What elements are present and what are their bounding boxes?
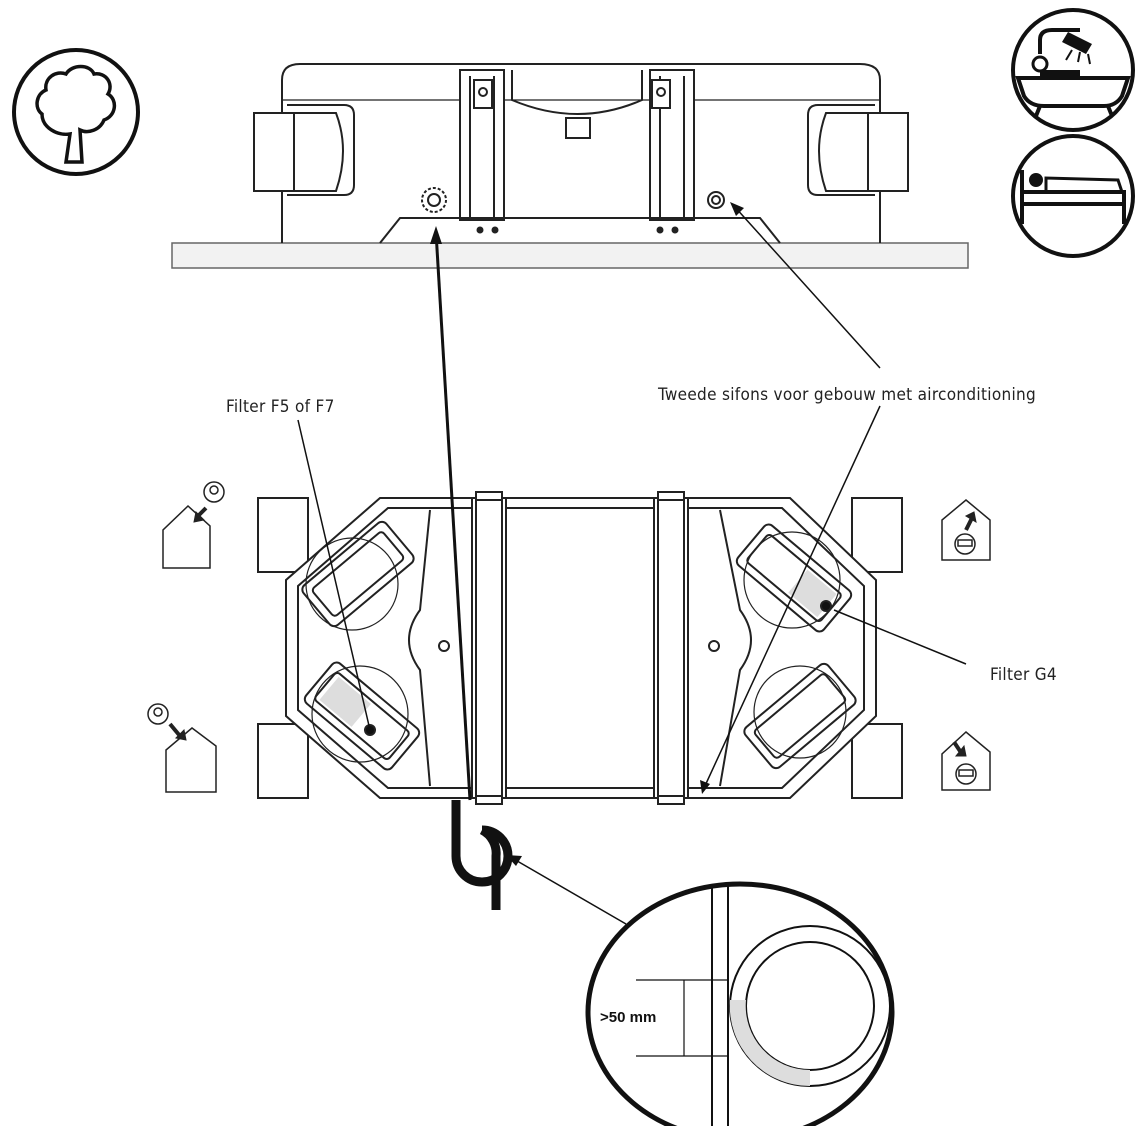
exhaust-air-out-icon xyxy=(147,703,217,793)
bedroom-icon xyxy=(1011,134,1135,258)
filter-g4-label: Filter G4 xyxy=(990,665,1057,685)
siphon-icon xyxy=(451,800,513,910)
supply-air-icon xyxy=(941,499,991,561)
outdoor-air-in-icon xyxy=(162,481,225,569)
tree-icon xyxy=(12,48,140,176)
bathroom-icon xyxy=(1011,8,1135,132)
filter-f5-f7-label: Filter F5 of F7 xyxy=(226,397,335,417)
siphon-detail: >50 mm xyxy=(585,881,895,1126)
leader-lines xyxy=(297,202,967,925)
unit-top-view xyxy=(257,491,903,805)
unit-front-view xyxy=(171,63,969,269)
min-height-label: >50 mm xyxy=(600,1009,656,1026)
second-siphons-label: Tweede sifons voor gebouw met airconditi… xyxy=(657,385,1036,405)
extract-air-icon xyxy=(941,731,991,791)
